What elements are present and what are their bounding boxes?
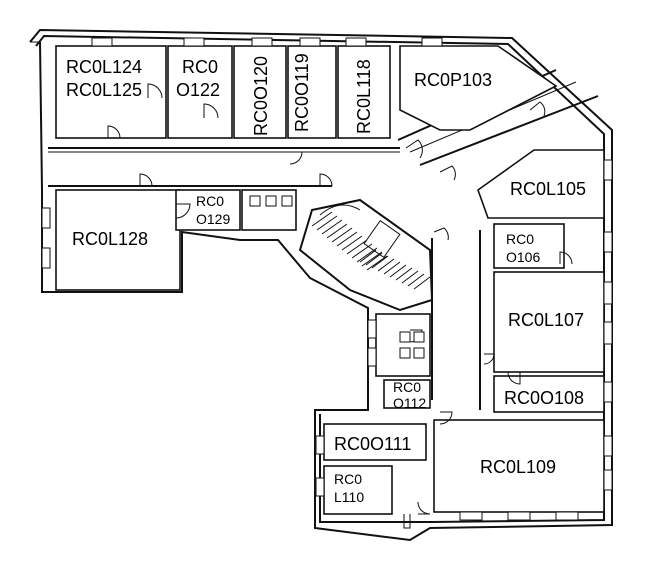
room-rc0o119 — [287, 45, 337, 139]
label-rc0l105: RC0L105 — [510, 179, 586, 199]
room-outlines — [55, 45, 605, 515]
room-rc0l107 — [493, 271, 605, 373]
room-rc0l118 — [337, 45, 391, 139]
label-rc0o111: RC0O111 — [334, 434, 411, 454]
label-rc0o129-line1: RC0 — [196, 193, 224, 209]
fixtures — [249, 195, 425, 359]
room-rc0l105 — [477, 149, 605, 219]
room-rc0l110 — [323, 465, 393, 515]
label-rc0l107: RC0L107 — [508, 310, 584, 330]
doors — [107, 83, 573, 529]
label-rc0o112-line1: RC0 — [393, 379, 421, 395]
label-rc0l118: RC0L118 — [354, 59, 374, 134]
label-rc0l110-line2: L110 — [334, 489, 364, 505]
room-rc0o122 — [167, 45, 233, 139]
room-rc0l109 — [433, 419, 605, 513]
room-rc0p103 — [399, 45, 558, 131]
label-rc0l110-line1: RC0 — [334, 471, 362, 487]
room-labels: RC0L124 RC0L125 RC0 O122 RC0O120 RC0O119… — [66, 53, 586, 505]
label-rc0o120: RC0O120 — [251, 56, 271, 136]
label-rc0o108: RC0O108 — [504, 388, 584, 408]
room-rc0o106 — [493, 223, 565, 269]
room-rc0o112 — [383, 379, 431, 409]
corridor-lines — [48, 69, 599, 410]
label-rc0l124: RC0L124 — [66, 57, 142, 77]
label-rc0l128: RC0L128 — [72, 229, 148, 249]
staircase — [298, 198, 434, 312]
room-toilets-east — [375, 313, 431, 377]
label-rc0o129-line2: O129 — [196, 211, 230, 227]
label-rc0o122-line2: O122 — [176, 80, 220, 100]
label-rc0o106-line1: RC0 — [506, 231, 534, 247]
label-rc0l125: RC0L125 — [66, 80, 142, 100]
room-rc0l128 — [55, 189, 181, 291]
label-rc0o119: RC0O119 — [292, 53, 312, 132]
room-rc0o120 — [233, 45, 287, 139]
label-rc0o112-line2: O112 — [393, 395, 426, 411]
label-rc0o122-line1: RC0 — [182, 57, 218, 77]
label-rc0o106-line2: O106 — [506, 249, 540, 265]
room-rc0o129 — [175, 189, 241, 231]
label-rc0p103: RC0P103 — [414, 70, 492, 90]
room-rc0o111 — [323, 423, 427, 461]
label-rc0l109: RC0L109 — [480, 457, 556, 477]
windows — [41, 37, 613, 521]
